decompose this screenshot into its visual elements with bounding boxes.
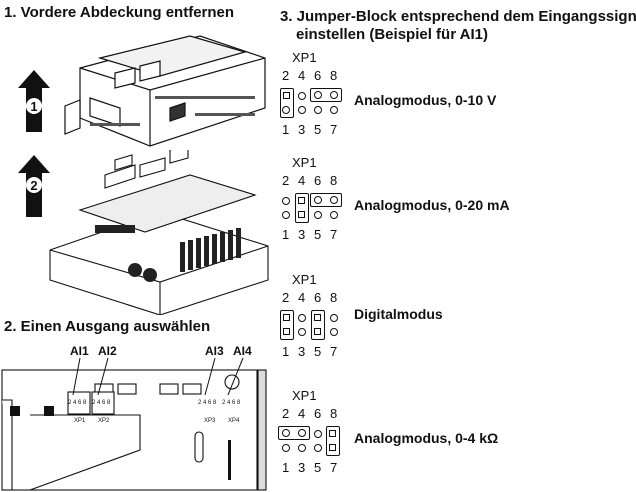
output-xp-4: XP4 [228, 418, 240, 424]
mode-label: Analogmodus, 0-10 V [354, 92, 496, 108]
pin-num: 8 [330, 290, 337, 305]
pin-num: 1 [282, 122, 289, 137]
pin-num: 4 [298, 406, 305, 421]
pin-num: 5 [314, 460, 321, 475]
pin-num: 3 [298, 227, 305, 242]
pin-num: 3 [298, 460, 305, 475]
pin-num: 5 [314, 344, 321, 359]
step1-heading: 1. Vordere Abdeckung entfernen [4, 4, 234, 21]
pin-num: 2 [282, 68, 289, 83]
pin-num: 4 [298, 68, 305, 83]
pin-num: 1 [282, 344, 289, 359]
pin-num: 8 [330, 406, 337, 421]
output-xp-2: XP2 [98, 418, 110, 424]
pin-num: 6 [314, 68, 321, 83]
mode-label: Analogmodus, 0-4 kΩ [354, 430, 498, 446]
pin-num: 7 [330, 122, 337, 137]
arrow-up-1-icon: 1 [18, 70, 50, 132]
mode-label: Analogmodus, 0-20 mA [354, 197, 510, 213]
pin-num: 8 [330, 68, 337, 83]
jumper-config-0-10v: XP1 2 4 6 8 1 3 5 7 Analogmodus, 0-10 V [278, 50, 628, 140]
cover-illustration [60, 28, 270, 158]
pin-num: 7 [330, 227, 337, 242]
output-pins-2: 2 4 6 8 [92, 400, 111, 406]
output-pins-1: 2 4 6 8 [68, 400, 87, 406]
pin-num: 8 [330, 173, 337, 188]
step2-heading: 2. Einen Ausgang auswählen [4, 318, 210, 335]
output-xp-1: XP1 [74, 418, 86, 424]
pin-num: 7 [330, 460, 337, 475]
jumper-config-0-20ma: XP1 2 4 6 8 1 3 5 7 Analogmodus, 0-20 mA [278, 155, 628, 245]
arrow-1-number: 1 [30, 99, 37, 114]
step3-heading-line2: einstellen (Beispiel für AI1) [296, 26, 488, 43]
pin-num: 1 [282, 460, 289, 475]
pin-num: 4 [298, 173, 305, 188]
output-pins-4: 2 4 6 8 [222, 400, 241, 406]
pin-num: 2 [282, 173, 289, 188]
pin-num: 3 [298, 122, 305, 137]
pin-num: 5 [314, 122, 321, 137]
xp-header: XP1 [292, 272, 317, 287]
jumper-config-0-4kohm: XP1 2 4 6 8 1 3 5 7 Analogmodus, 0-4 kΩ [278, 388, 628, 478]
pin-num: 5 [314, 227, 321, 242]
output-label-ai2: AI2 [98, 344, 117, 358]
pin-num: 7 [330, 344, 337, 359]
output-label-ai3: AI3 [205, 344, 224, 358]
pin-num: 2 [282, 290, 289, 305]
output-pins-3: 2 4 6 8 [198, 400, 217, 406]
xp-header: XP1 [292, 50, 317, 65]
step3-heading-line1: 3. Jumper-Block entsprechend dem Eingang… [280, 8, 636, 25]
output-label-ai4: AI4 [233, 344, 252, 358]
output-label-ai1: AI1 [70, 344, 89, 358]
pin-num: 6 [314, 290, 321, 305]
pin-num: 4 [298, 290, 305, 305]
xp-header: XP1 [292, 388, 317, 403]
pin-num: 1 [282, 227, 289, 242]
pin-num: 3 [298, 344, 305, 359]
xp-header: XP1 [292, 155, 317, 170]
output-xp-3: XP3 [204, 418, 216, 424]
outputs-closeup-illustration: AI1 AI2 AI3 AI4 2 4 6 8 2 4 6 8 2 4 6 8 … [0, 340, 268, 492]
mode-label: Digitalmodus [354, 306, 443, 322]
pcb-illustration [40, 150, 270, 315]
pin-num: 6 [314, 173, 321, 188]
pin-num: 2 [282, 406, 289, 421]
jumper-config-digital: XP1 2 4 6 8 1 3 5 7 Digitalmodus [278, 272, 628, 362]
pin-num: 6 [314, 406, 321, 421]
arrow-2-number: 2 [30, 178, 37, 193]
